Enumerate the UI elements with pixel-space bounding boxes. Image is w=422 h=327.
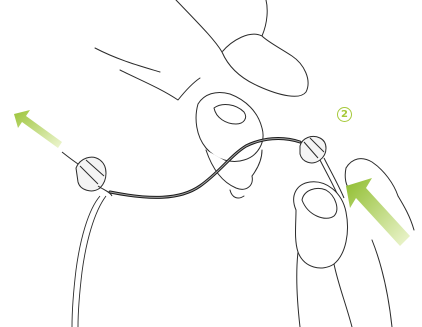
left-cap xyxy=(76,157,112,196)
upper-hand xyxy=(95,0,308,198)
pull-arrow-icon xyxy=(14,110,62,148)
push-arrow-icon xyxy=(346,178,410,246)
step-number-badge: 2 xyxy=(337,107,352,122)
hanging-tube xyxy=(72,196,106,327)
right-cap xyxy=(300,136,326,162)
